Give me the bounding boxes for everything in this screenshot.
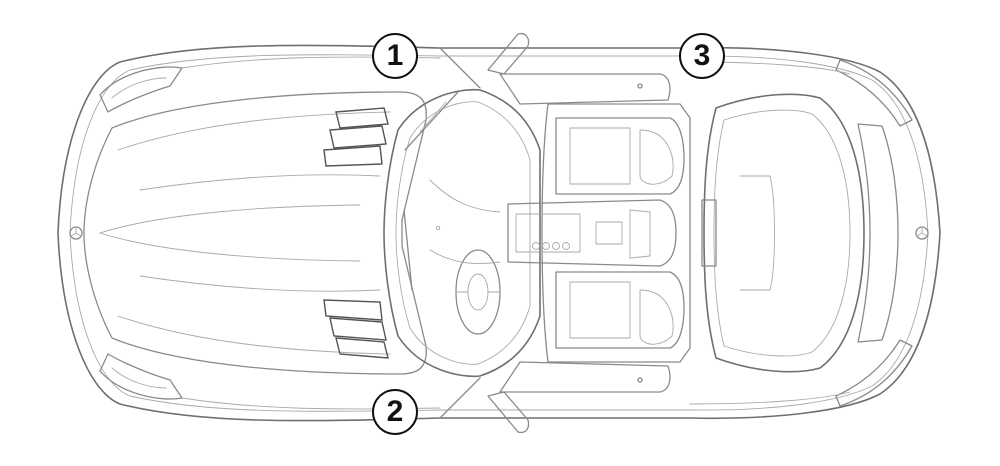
headlight-left xyxy=(99,66,183,113)
rear-emblem xyxy=(915,226,929,240)
front-emblem xyxy=(69,226,83,240)
taillight-right xyxy=(835,339,913,407)
callout-2: 2 xyxy=(372,389,418,435)
car-body-outline xyxy=(57,44,941,422)
hood-vent-left xyxy=(323,107,389,167)
door-right xyxy=(499,361,671,393)
wiper-right xyxy=(403,209,413,291)
door-left xyxy=(499,73,671,105)
taillight-left xyxy=(835,59,913,127)
callout-1: 1 xyxy=(372,33,418,79)
callout-3: 3 xyxy=(679,33,725,79)
roll-bar xyxy=(701,199,717,267)
cabin xyxy=(541,103,691,363)
steering-wheel xyxy=(455,249,501,335)
wiper-left xyxy=(404,91,459,151)
windshield xyxy=(383,88,541,378)
headlight-right xyxy=(99,353,183,400)
seat-passenger xyxy=(555,271,685,349)
mirror-right xyxy=(487,391,530,434)
hood-vent-right xyxy=(323,299,389,359)
mirror-left xyxy=(487,32,530,75)
rear-window xyxy=(857,123,899,343)
seat-driver xyxy=(555,117,685,195)
trunk-lid xyxy=(703,93,865,373)
hood xyxy=(83,91,427,375)
center-console xyxy=(507,199,677,267)
